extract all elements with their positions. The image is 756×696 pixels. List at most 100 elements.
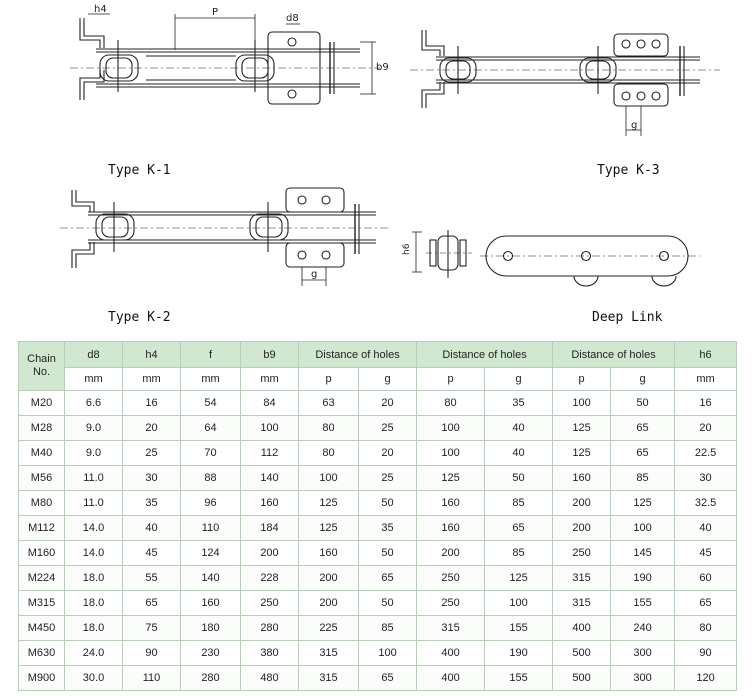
dim-g-k3: g xyxy=(631,120,637,131)
dim-h4: h4 xyxy=(94,4,107,15)
drawings-canvas: h4 P d8 b9 xyxy=(60,4,720,287)
table-cell: 100 xyxy=(416,440,486,466)
table-cell: 200 xyxy=(416,540,486,566)
dim-b9: b9 xyxy=(376,62,389,73)
table-cell: 110 xyxy=(180,515,241,541)
table-cell: 160 xyxy=(298,540,359,566)
table-cell: 35 xyxy=(484,390,554,416)
table-cell: 315 xyxy=(552,590,612,616)
table-cell: 250 xyxy=(552,540,612,566)
table-cell: 14.0 xyxy=(64,515,123,541)
chain-spec-table: Chain No. d8 h4 f b9 Distance of holes D… xyxy=(18,341,738,691)
table-cell: 54 xyxy=(180,390,241,416)
table-cell: 125 xyxy=(552,415,612,441)
table-cell: 88 xyxy=(180,465,241,491)
header-holes-k2: Distance of holes xyxy=(416,341,554,368)
table-cell: 315 xyxy=(552,565,612,591)
unit-cell: mm xyxy=(180,367,241,391)
table-cell: 200 xyxy=(298,565,359,591)
table-cell: 16 xyxy=(674,390,738,416)
unit-cell: p xyxy=(552,367,612,391)
table-cell: 160 xyxy=(416,490,486,516)
table-cell: 30 xyxy=(674,465,738,491)
unit-cell: mm xyxy=(122,367,181,391)
chain-no-cell: M56 xyxy=(18,465,65,491)
table-cell: 85 xyxy=(484,490,554,516)
table-cell: 6.6 xyxy=(64,390,123,416)
table-cell: 70 xyxy=(180,440,241,466)
table-cell: 60 xyxy=(674,565,738,591)
table-cell: 50 xyxy=(357,540,418,566)
table-cell: 65 xyxy=(674,590,738,616)
table-cell: 200 xyxy=(298,590,359,616)
header-f: f xyxy=(180,341,241,368)
table-cell: 500 xyxy=(552,665,612,691)
caption-deep-link: Deep Link xyxy=(592,310,663,325)
unit-cell: g xyxy=(357,367,418,391)
table-cell: 228 xyxy=(240,565,299,591)
chain-no-cell: M40 xyxy=(18,440,65,466)
dim-d8: d8 xyxy=(286,13,299,24)
unit-cell: g xyxy=(610,367,676,391)
table-cell: 160 xyxy=(240,490,299,516)
table-cell: 200 xyxy=(552,490,612,516)
table-cell: 24.0 xyxy=(64,640,123,666)
chain-no-cell: M80 xyxy=(18,490,65,516)
table-cell: 124 xyxy=(180,540,241,566)
header-h4: h4 xyxy=(122,341,181,368)
table-cell: 125 xyxy=(416,465,486,491)
table-cell: 35 xyxy=(122,490,181,516)
table-cell: 20 xyxy=(122,415,181,441)
table-cell: 110 xyxy=(122,665,181,691)
table-cell: 140 xyxy=(240,465,299,491)
drawing-type-k2 xyxy=(60,187,388,286)
table-cell: 100 xyxy=(298,465,359,491)
table-cell: 65 xyxy=(357,665,418,691)
table-cell: 25 xyxy=(122,440,181,466)
table-cell: 75 xyxy=(122,615,181,641)
table-cell: 250 xyxy=(416,590,486,616)
table-cell: 80 xyxy=(298,415,359,441)
dim-h6: h6 xyxy=(402,243,412,255)
table-cell: 155 xyxy=(484,615,554,641)
table-cell: 25 xyxy=(357,465,418,491)
table-cell: 125 xyxy=(298,515,359,541)
table-cell: 35 xyxy=(357,515,418,541)
table-cell: 96 xyxy=(180,490,241,516)
chain-no-cell: M20 xyxy=(18,390,65,416)
table-cell: 240 xyxy=(610,615,676,641)
table-cell: 80 xyxy=(298,440,359,466)
table-cell: 20 xyxy=(357,390,418,416)
table-cell: 300 xyxy=(610,665,676,691)
chain-no-cell: M630 xyxy=(18,640,65,666)
table-cell: 80 xyxy=(674,615,738,641)
table-cell: 20 xyxy=(357,440,418,466)
table-cell: 155 xyxy=(610,590,676,616)
table-cell: 9.0 xyxy=(64,415,123,441)
drawing-deep-link xyxy=(412,230,700,287)
chain-no-cell: M450 xyxy=(18,615,65,641)
table-cell: 400 xyxy=(416,640,486,666)
table-cell: 315 xyxy=(416,615,486,641)
chain-no-cell: M160 xyxy=(18,540,65,566)
unit-cell: mm xyxy=(674,367,738,391)
table-cell: 45 xyxy=(122,540,181,566)
table-cell: 30 xyxy=(122,465,181,491)
unit-cell: mm xyxy=(240,367,299,391)
dim-g-k2: g xyxy=(311,269,317,280)
unit-cell: mm xyxy=(64,367,123,391)
table-cell: 120 xyxy=(674,665,738,691)
table-cell: 20 xyxy=(674,415,738,441)
table-cell: 380 xyxy=(240,640,299,666)
drawing-type-k1 xyxy=(70,13,380,105)
table-cell: 64 xyxy=(180,415,241,441)
table-cell: 190 xyxy=(484,640,554,666)
